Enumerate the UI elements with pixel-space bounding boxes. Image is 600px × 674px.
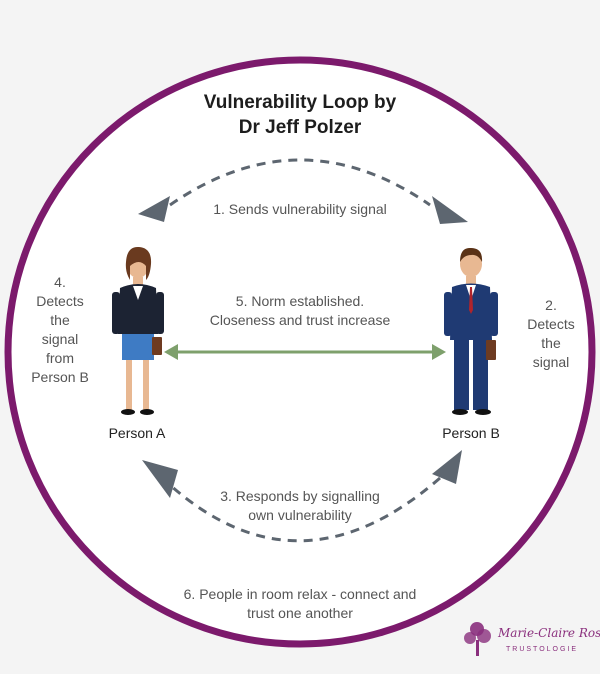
step2-label: 2. Detects the signal: [516, 296, 586, 372]
step4-line-1: 4.: [54, 274, 66, 290]
norm-arrow-left-head: [164, 344, 178, 360]
step3-line-2: own vulnerability: [248, 507, 352, 523]
step3-label: 3. Responds by signalling own vulnerabil…: [180, 487, 420, 525]
step4-line-4: signal: [41, 331, 79, 347]
step1-label: 1. Sends vulnerability signal: [190, 200, 410, 219]
arrow-step1: [169, 158, 431, 207]
step5-line-1: 5. Norm established.: [235, 293, 365, 309]
step2-line-1: 2.: [545, 297, 557, 313]
brand-logo: Marie-Claire Ross TRUSTOLOGIE: [458, 622, 600, 666]
step2-line-3: the: [541, 335, 561, 351]
step4-line-2: Detects: [36, 293, 84, 309]
step2-line-4: signal: [532, 354, 570, 370]
person-a-figure: [112, 246, 164, 415]
step2-line-2: Detects: [527, 316, 575, 332]
step6-label: 6. People in room relax - connect and tr…: [150, 585, 450, 623]
step1-line-1: 1. Sends vulnerability signal: [213, 201, 387, 217]
arrow-step3: [169, 476, 441, 543]
title-line-1: Vulnerability Loop by: [203, 92, 397, 113]
arrow-step1-head: [432, 196, 468, 224]
logo-tree-icon: [464, 622, 491, 656]
step5-label: 5. Norm established. Closeness and trust…: [180, 292, 420, 330]
step4-label: 4. Detects the signal from Person B: [22, 273, 98, 387]
person-b-label: Person B: [442, 425, 500, 441]
arrow-step3-head: [142, 460, 178, 498]
arrow-step1-tail: [138, 196, 170, 222]
step4-line-6: Person B: [31, 369, 89, 385]
step5-line-2: Closeness and trust increase: [209, 312, 391, 328]
norm-arrow-right-head: [432, 344, 446, 360]
person-b-figure: [444, 247, 498, 415]
diagram-title: Vulnerability Loop by Dr Jeff Polzer: [150, 90, 450, 140]
step6-line-1: 6. People in room relax - connect and: [183, 586, 417, 602]
step4-line-3: the: [50, 312, 70, 328]
arrow-step3-tail: [432, 450, 462, 484]
logo-name: Marie-Claire Ross: [498, 626, 600, 640]
step4-line-5: from: [46, 350, 74, 366]
title-line-2: Dr Jeff Polzer: [238, 117, 362, 138]
logo-tagline: TRUSTOLOGIE: [506, 646, 579, 653]
person-a-label: Person A: [108, 425, 166, 441]
step3-line-1: 3. Responds by signalling: [220, 488, 380, 504]
step6-line-2: trust one another: [247, 605, 353, 621]
